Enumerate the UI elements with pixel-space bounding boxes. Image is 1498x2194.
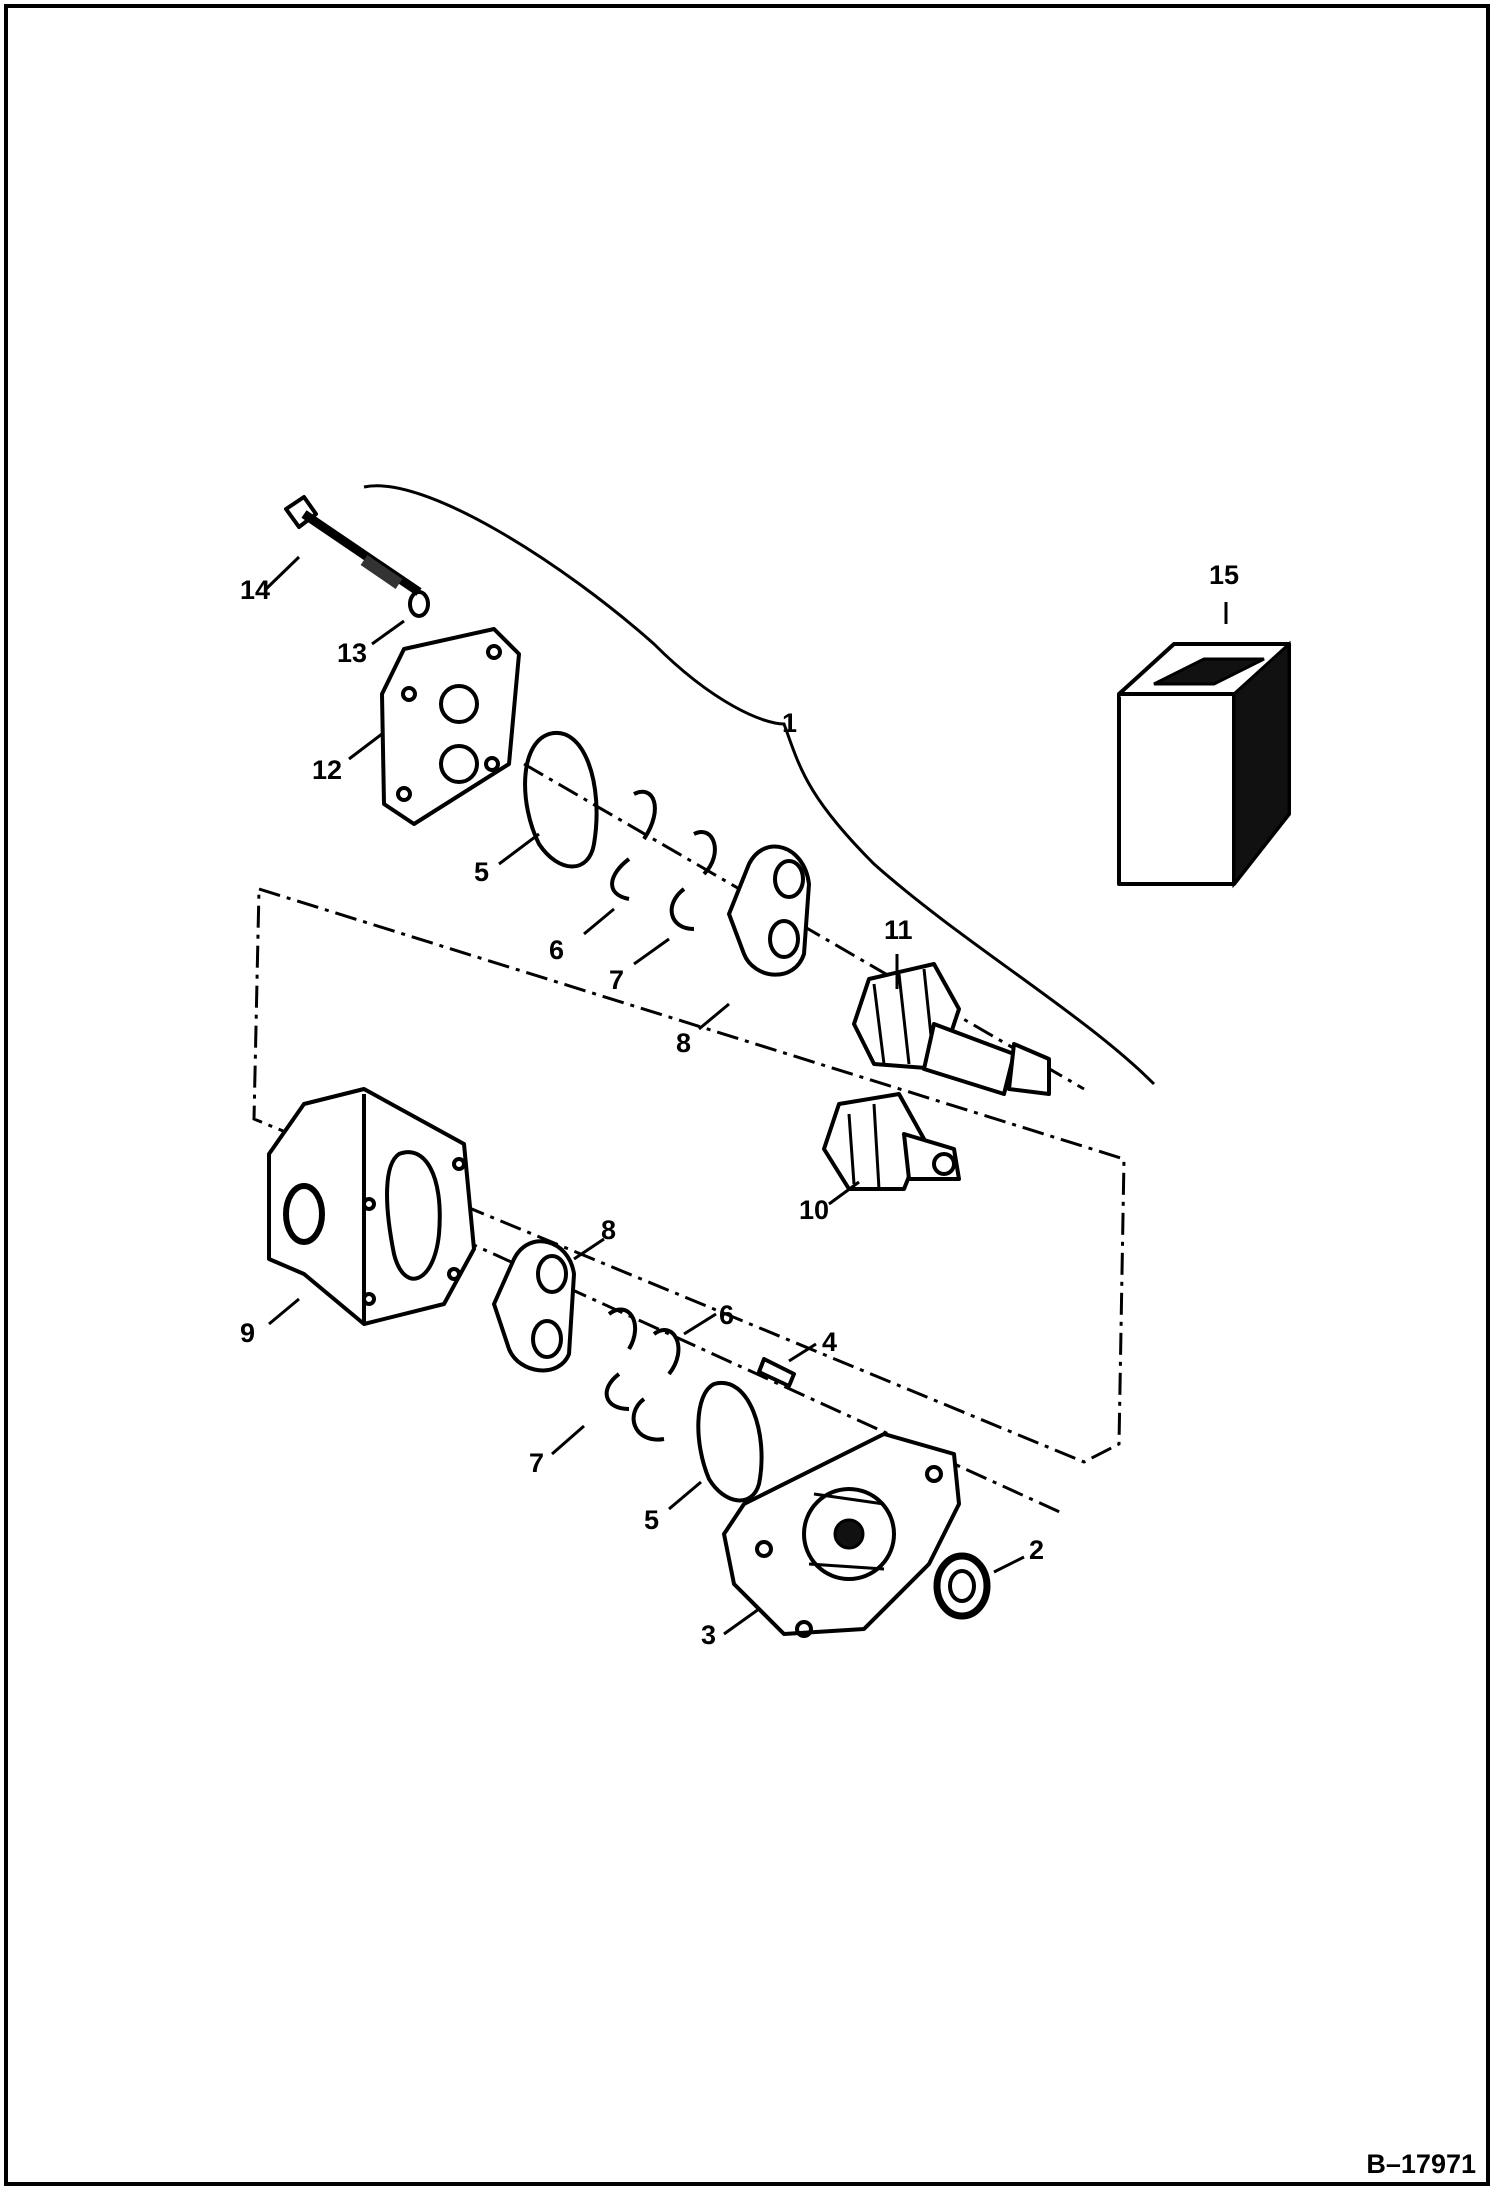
callout-13: 13 <box>337 638 367 668</box>
callout-11: 11 <box>884 915 913 945</box>
callout-8-lower: 8 <box>601 1215 616 1245</box>
callout-6-lower: 6 <box>719 1300 734 1330</box>
exploded-parts-diagram: 1 2 3 4 5 5 6 6 7 7 8 8 9 10 11 12 13 14… <box>240 484 1291 1650</box>
callout-4: 4 <box>822 1327 837 1357</box>
assembly-outline <box>252 886 1126 1464</box>
figure-reference-code: B–17971 <box>1366 2149 1476 2179</box>
bolt <box>284 495 422 596</box>
kit-bracket <box>363 484 1156 1086</box>
callout-1: 1 <box>782 708 797 738</box>
bearing-block-lower <box>492 1239 576 1373</box>
callout-5-upper: 5 <box>474 857 489 887</box>
seal-lower <box>696 1380 764 1503</box>
backup-ring-upper <box>610 789 657 901</box>
dowel-pin <box>757 1357 796 1388</box>
callout-2: 2 <box>1029 1535 1044 1565</box>
gasket-lower <box>631 1328 681 1442</box>
callout-7-lower: 7 <box>529 1448 544 1478</box>
leader-lines <box>264 555 1228 1636</box>
callout-5-lower: 5 <box>644 1505 659 1535</box>
callout-14: 14 <box>240 575 270 605</box>
driven-gear <box>822 1092 961 1191</box>
callout-8-upper: 8 <box>676 1028 691 1058</box>
washer <box>408 590 430 618</box>
bearing-block-upper <box>727 844 811 977</box>
callout-6-upper: 6 <box>549 935 564 965</box>
callout-9: 9 <box>240 1318 255 1348</box>
seal-kit-box <box>1117 640 1291 889</box>
callout-15: 15 <box>1209 560 1239 590</box>
callout-3: 3 <box>701 1620 716 1650</box>
shaft-seal <box>933 1552 991 1620</box>
backup-ring-lower <box>604 1307 638 1411</box>
seal-upper <box>523 730 599 869</box>
cover-plate <box>380 627 521 826</box>
callout-7-upper: 7 <box>609 965 624 995</box>
shaft-centerline <box>383 1202 1065 1516</box>
gasket-upper <box>669 830 717 931</box>
front-flange <box>722 1432 961 1638</box>
callout-10: 10 <box>799 1195 829 1225</box>
callout-12: 12 <box>312 755 342 785</box>
drawing-frame: 1 2 3 4 5 5 6 6 7 7 8 8 9 10 11 12 13 14… <box>4 4 1490 2186</box>
pump-body <box>267 1087 476 1326</box>
drive-gear-shaft <box>852 962 1051 1096</box>
